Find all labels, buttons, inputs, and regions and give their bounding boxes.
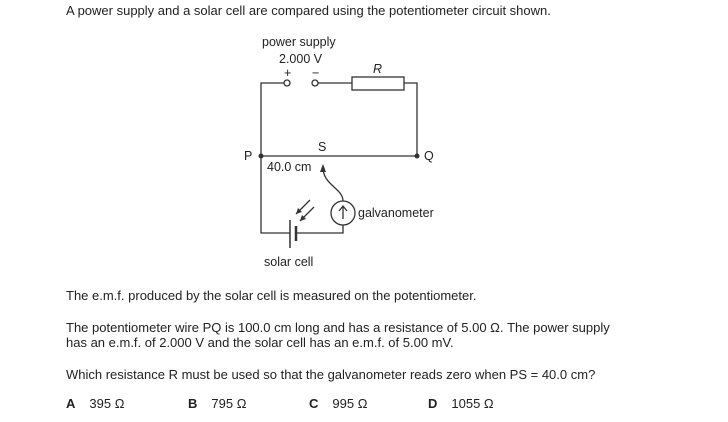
option-letter: C <box>309 396 319 411</box>
positive-terminal <box>283 79 291 87</box>
power-supply-label: power supply <box>262 35 336 49</box>
option-value: 795 Ω <box>211 396 247 411</box>
length-label: 40.0 cm <box>267 160 311 174</box>
option-value: 395 Ω <box>89 396 125 411</box>
resistor-label: R <box>373 62 382 76</box>
wire-bottom-left <box>260 156 290 234</box>
minus-sign: − <box>312 66 319 80</box>
point-s-label: S <box>318 140 326 154</box>
option-letter: B <box>188 396 198 411</box>
option-a[interactable]: A 395 Ω <box>66 396 124 411</box>
option-letter: A <box>66 396 76 411</box>
option-c[interactable]: C 995 Ω <box>309 396 367 411</box>
resistor-r <box>351 76 405 91</box>
option-d[interactable]: D 1055 Ω <box>428 396 494 411</box>
point-p-label: P <box>244 149 252 163</box>
galvanometer-arrow-icon <box>338 204 348 219</box>
galvanometer-label: galvanometer <box>358 206 434 220</box>
junction-q <box>414 153 420 159</box>
option-b[interactable]: B 795 Ω <box>188 396 246 411</box>
statement-2-line-2: has an e.m.f. of 2.000 V and the solar c… <box>66 335 454 350</box>
wire-left-top <box>260 82 284 156</box>
jockey-lead <box>322 165 344 202</box>
wire-right <box>404 82 418 156</box>
option-value: 1055 Ω <box>451 396 494 411</box>
option-value: 995 Ω <box>332 396 368 411</box>
solar-cell-label: solar cell <box>264 255 313 269</box>
statement-1: The e.m.f. produced by the solar cell is… <box>66 288 477 303</box>
junction-p <box>258 153 264 159</box>
wire-bottom-right <box>296 225 344 234</box>
negative-terminal <box>311 79 319 87</box>
plus-sign: + <box>284 66 291 80</box>
question-prompt: Which resistance R must be used so that … <box>66 367 596 382</box>
jockey-arrowhead-icon <box>320 164 326 172</box>
voltage-label: 2.000 V <box>279 52 323 66</box>
statement-2-line-1: The potentiometer wire PQ is 100.0 cm lo… <box>66 320 610 335</box>
option-letter: D <box>428 396 438 411</box>
question-intro: A power supply and a solar cell are comp… <box>66 3 551 18</box>
point-q-label: Q <box>424 149 434 163</box>
